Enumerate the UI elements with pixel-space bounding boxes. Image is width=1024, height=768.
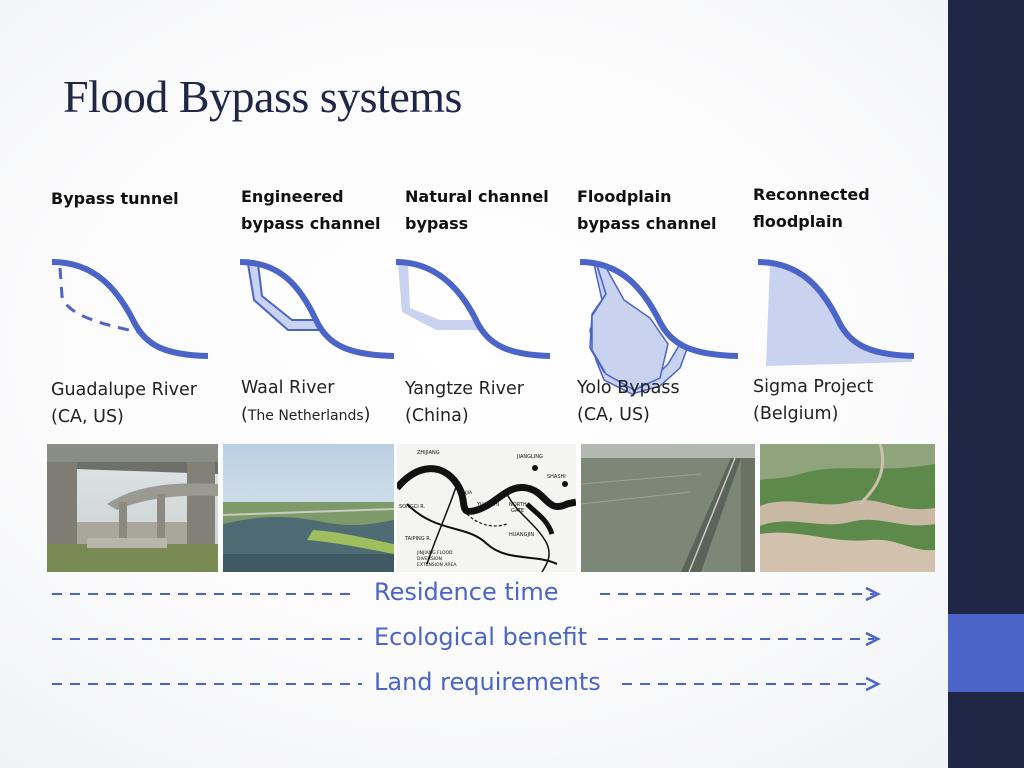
location-waal-river: Waal River(The Netherlands): [241, 378, 371, 425]
photo-sigma-project: [760, 444, 935, 572]
photo-yolo-bypass: [581, 444, 755, 572]
map-label-huangjin: HUANGJIN: [509, 532, 534, 538]
diagram-engineered-bypass-channel: [239, 259, 395, 359]
map-label-sanjia: SANJIA: [457, 490, 473, 496]
heading-reconnected-floodplain: Reconnected floodplain: [753, 185, 870, 231]
scale-label-ecological-benefit: Ecological benefit: [374, 623, 587, 651]
slide-title: Flood Bypass systems: [63, 71, 462, 122]
map-label-songci: SONGCI R.: [399, 504, 426, 510]
scale-label-residence-time: Residence time: [374, 578, 559, 606]
diagram-reconnected-floodplain: [757, 259, 915, 366]
diagram-bypass-tunnel: [51, 259, 209, 359]
heading-bypass-tunnel: Bypass tunnel: [51, 189, 179, 208]
photo-waal-river: [223, 444, 394, 572]
location-yolo-bypass: Yolo Bypass(CA, US): [577, 378, 680, 425]
map-label-jiangling: JIANGLING: [516, 454, 543, 460]
scale-label-land-requirements: Land requirements: [374, 668, 601, 696]
map-label-north: NORTH: [509, 502, 527, 508]
map-label-jinjiang-flood: JINJIANG FLOOD: [416, 550, 453, 556]
map-label-gate: GATE: [511, 508, 524, 514]
location-yangtze-river: Yangtze River(China): [405, 379, 524, 426]
map-label-taiping: TAIPING R.: [404, 536, 432, 542]
heading-floodplain-bypass-channel: Floodplain bypass channel: [577, 187, 717, 233]
map-label-zhijiang: ZHIJIANG: [417, 450, 440, 456]
location-guadalupe-river: Guadalupe River(CA, US): [51, 380, 197, 427]
photo-yangtze-map: ZHIJIANG JIANGLING SHASHI SONGCI R. NORT…: [397, 444, 576, 572]
map-label-extension-area: EXTENSION AREA: [417, 562, 457, 568]
scale-residence-time: Residence time: [50, 576, 890, 616]
scale-ecological-benefit: Ecological benefit: [50, 621, 890, 661]
heading-natural-channel-bypass: Natural channel bypass: [405, 187, 549, 233]
location-sigma-project: Sigma Project(Belgium): [753, 377, 874, 424]
map-label-yuanshi: YUANSHI: [476, 502, 499, 508]
diagram-natural-channel-bypass: [395, 259, 551, 359]
map-label-shashi: SHASHI: [547, 474, 566, 480]
scale-land-requirements: Land requirements: [50, 666, 890, 706]
photo-guadalupe-tunnel: [47, 444, 218, 572]
map-label-diversion: DIVERSION: [417, 556, 442, 562]
sidebar-accent-block: [948, 614, 1024, 692]
heading-engineered-bypass-channel: Engineered bypass channel: [241, 187, 381, 233]
